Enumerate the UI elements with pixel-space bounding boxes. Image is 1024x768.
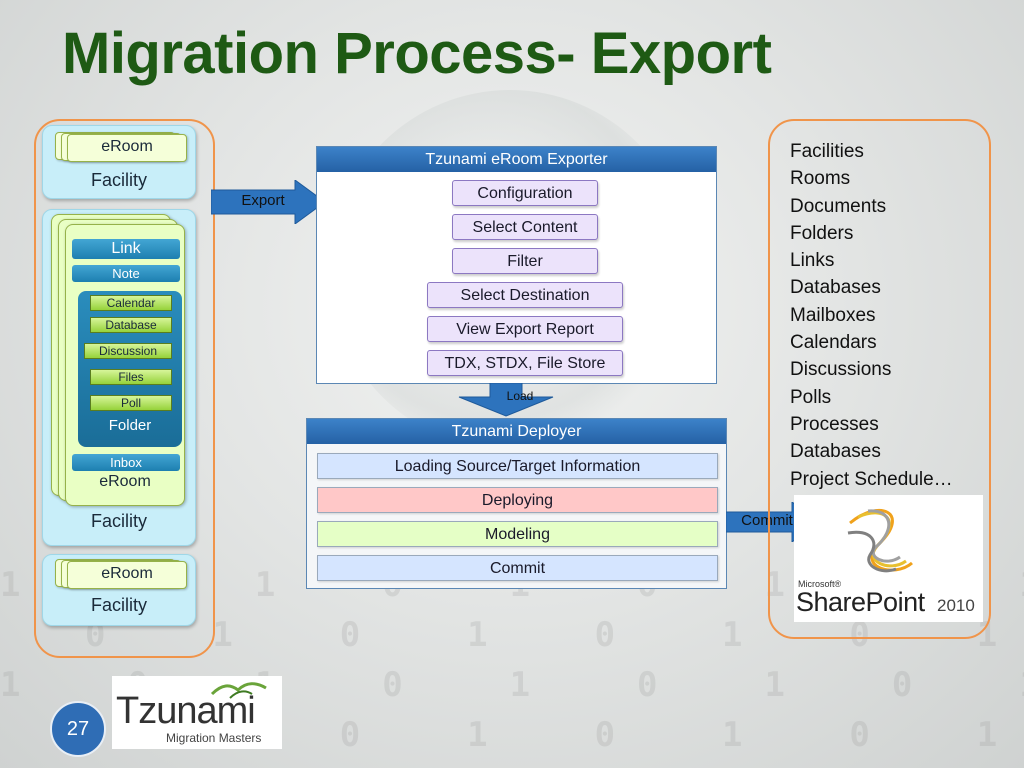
deployer-title: Tzunami Deployer	[307, 419, 726, 444]
deploying-step[interactable]: Deploying	[317, 487, 718, 513]
list-item: Databases	[790, 441, 881, 463]
folder[interactable]: Calendar Database Discussion Files Poll …	[78, 291, 182, 447]
facility-label: Facility	[90, 511, 147, 531]
tzunami-birds-icon	[210, 682, 267, 699]
list-item: Calendars	[790, 332, 877, 354]
slide-title: Migration Process- Export	[62, 21, 772, 86]
list-item: Mailboxes	[790, 304, 876, 326]
poll-item[interactable]: Poll	[90, 395, 172, 411]
load-arrow-icon	[458, 383, 554, 417]
discussion-item[interactable]: Discussion	[84, 343, 172, 359]
list-item: Project Schedule…	[790, 468, 953, 490]
deployer-panel: Tzunami Deployer Loading Source/Target I…	[306, 418, 727, 589]
modeling-step[interactable]: Modeling	[317, 521, 718, 547]
list-item: Documents	[790, 195, 887, 217]
eroom-card[interactable]: Link Note Calendar Database Discussion F…	[65, 224, 185, 506]
list-item: Rooms	[790, 168, 851, 190]
select-destination-button[interactable]: Select Destination	[427, 282, 623, 308]
file-store-button[interactable]: TDX, STDX, File Store	[427, 350, 623, 376]
facility-label: Facility	[90, 170, 147, 190]
export-arrow-icon	[211, 180, 326, 224]
tzunami-tagline: Migration Masters	[166, 731, 262, 745]
list-item: Processes	[790, 413, 879, 435]
load-arrow-label: Load	[506, 389, 534, 403]
tzunami-name: Tzunami	[116, 690, 256, 732]
calendar-item[interactable]: Calendar	[90, 295, 172, 311]
facility-middle: Link Note Calendar Database Discussion F…	[42, 209, 196, 546]
list-item: Links	[790, 250, 835, 272]
sharepoint-swirl-icon	[847, 508, 913, 573]
sharepoint-logo: Microsoft® SharePoint 2010	[794, 495, 983, 622]
source-panel	[34, 119, 215, 658]
list-item: Folders	[790, 222, 854, 244]
export-arrow-label: Export	[241, 192, 285, 209]
sharepoint-product: SharePoint	[796, 587, 925, 617]
sharepoint-version: 2010	[937, 596, 975, 615]
files-item[interactable]: Files	[90, 369, 172, 385]
database-item[interactable]: Database	[90, 317, 172, 333]
select-content-button[interactable]: Select Content	[452, 214, 598, 240]
target-panel	[768, 119, 991, 639]
eroom-label: eRoom	[101, 138, 153, 155]
exporter-title: Tzunami eRoom Exporter	[317, 147, 716, 172]
facility-top: eRoom Facility	[42, 125, 196, 199]
eroom-card[interactable]: eRoom	[67, 561, 187, 589]
eroom-label: eRoom	[99, 473, 151, 490]
sharepoint-brand: Microsoft®	[798, 579, 842, 589]
migrated-items-list: Facilities Rooms Documents Folders Links…	[790, 138, 953, 493]
eroom-card[interactable]: eRoom	[67, 134, 187, 162]
page-number: 27	[50, 701, 106, 757]
commit-arrow-label: Commit	[741, 512, 793, 529]
facility-bottom: eRoom Facility	[42, 554, 196, 626]
facility-label: Facility	[90, 595, 147, 615]
eroom-label: eRoom	[101, 565, 153, 582]
view-export-report-button[interactable]: View Export Report	[427, 316, 623, 342]
filter-button[interactable]: Filter	[452, 248, 598, 274]
list-item: Polls	[790, 386, 832, 408]
tzunami-logo: Tzunami Migration Masters	[112, 676, 282, 749]
list-item: Facilities	[790, 141, 864, 162]
loading-step[interactable]: Loading Source/Target Information	[317, 453, 718, 479]
link-item[interactable]: Link	[72, 239, 180, 259]
exporter-panel: Tzunami eRoom Exporter Configuration Sel…	[316, 146, 717, 384]
inbox-item[interactable]: Inbox	[72, 454, 180, 471]
list-item: Databases	[790, 277, 881, 299]
list-item: Discussions	[790, 359, 892, 381]
folder-label: Folder	[108, 417, 152, 434]
commit-step[interactable]: Commit	[317, 555, 718, 581]
configuration-button[interactable]: Configuration	[452, 180, 598, 206]
note-item[interactable]: Note	[72, 265, 180, 282]
